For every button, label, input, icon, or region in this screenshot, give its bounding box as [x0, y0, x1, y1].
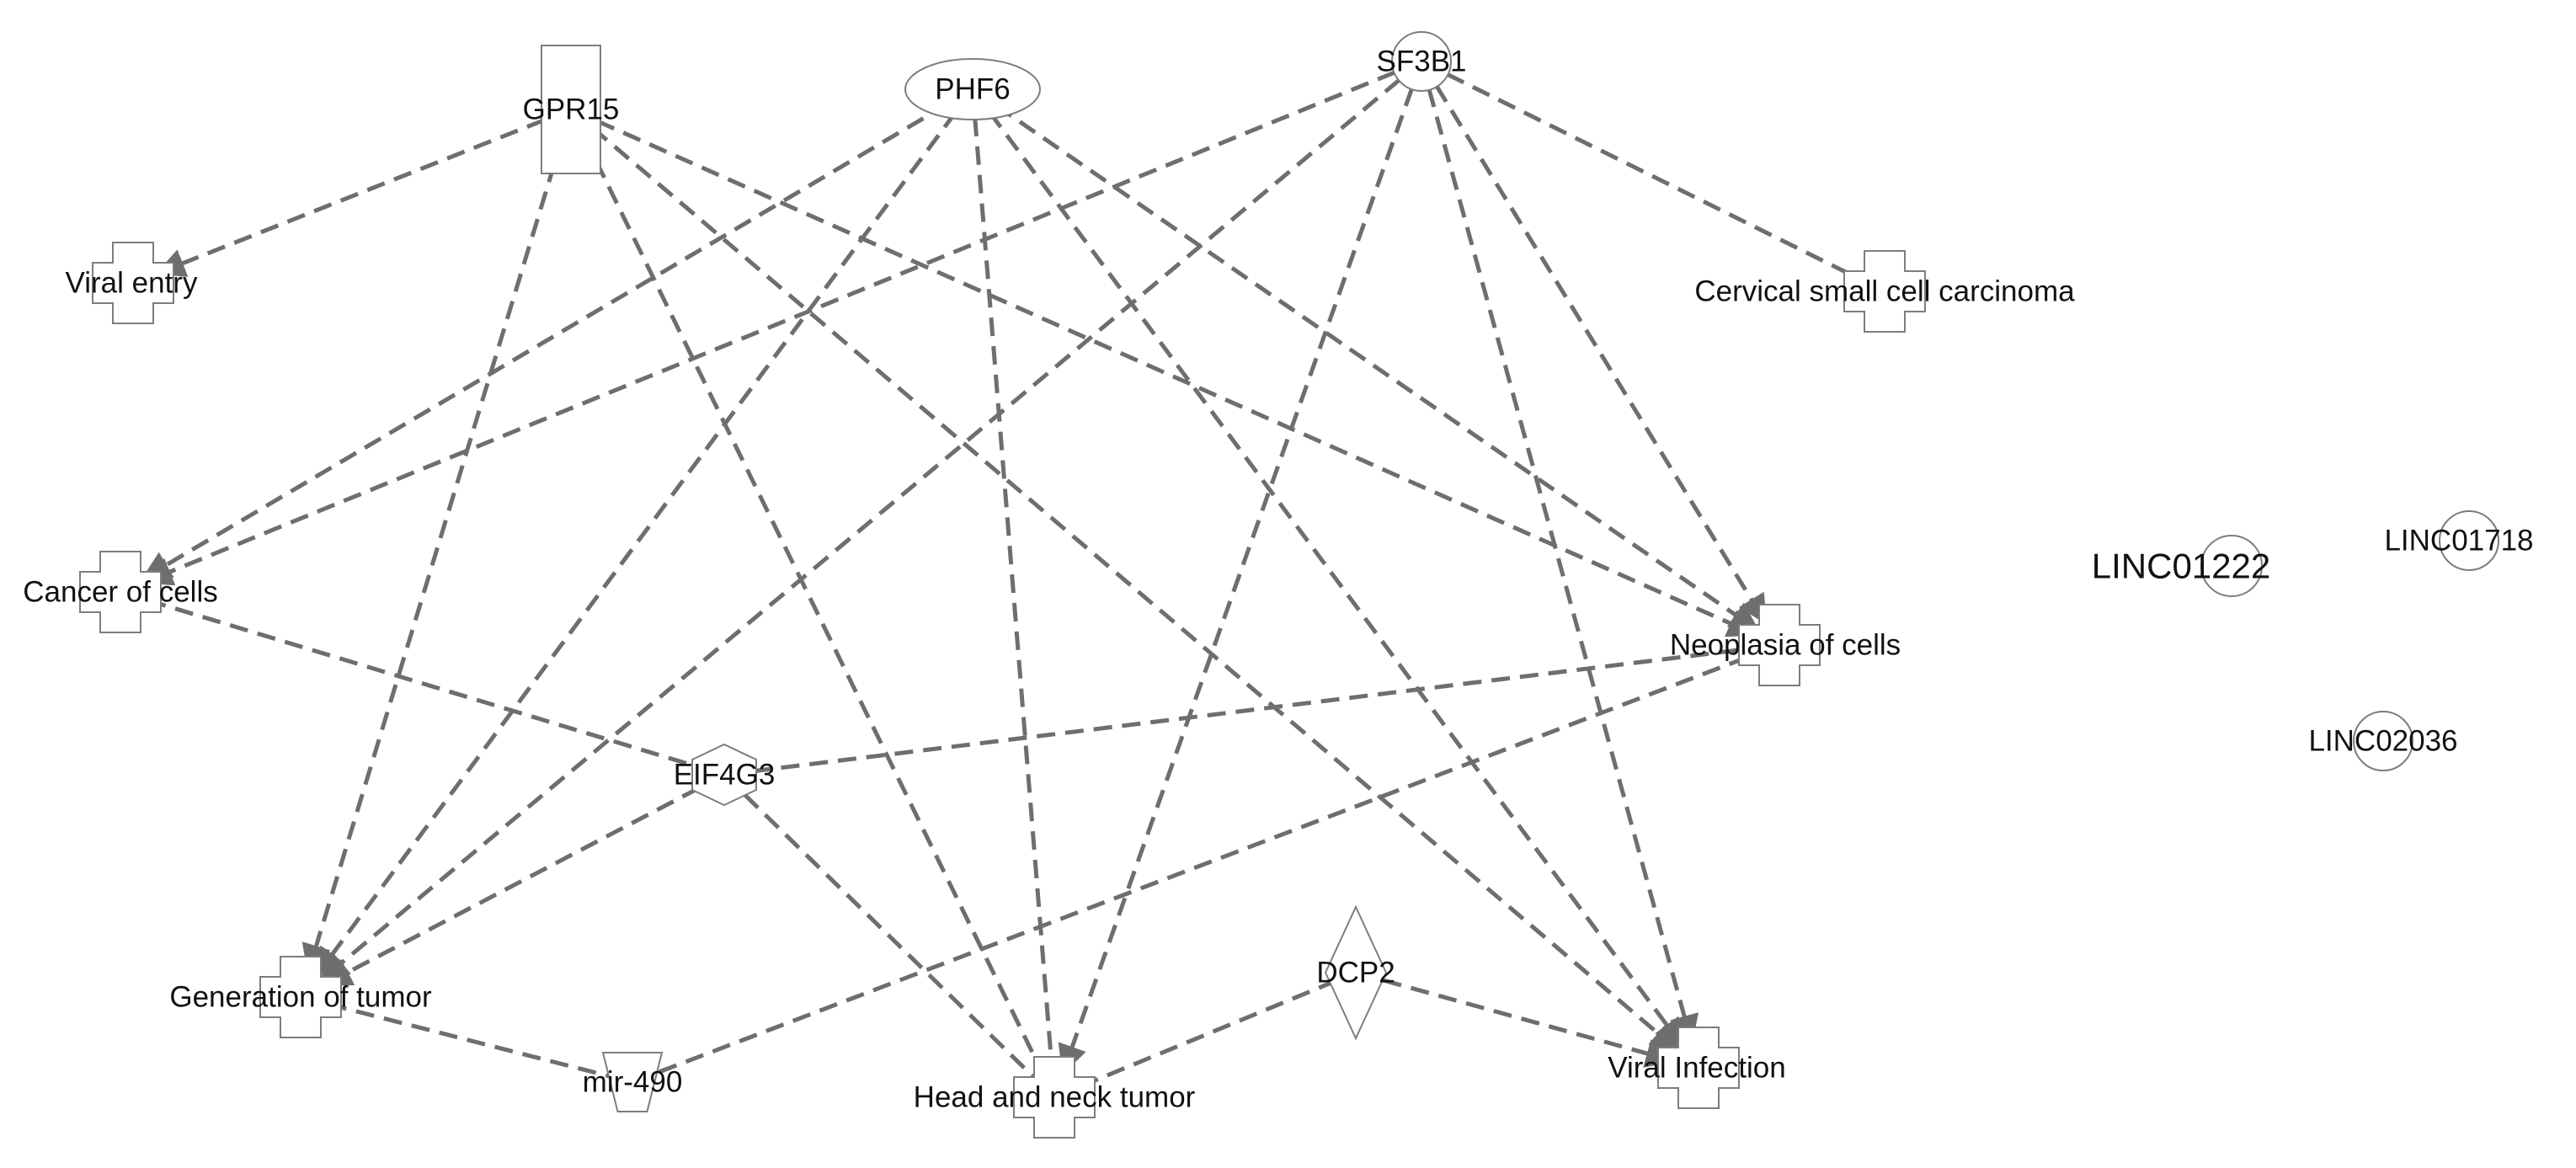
edge-SF3B1-to-cervical	[1420, 59, 1886, 294]
node-label: Viral entry	[66, 267, 198, 300]
GPR15-shape	[541, 45, 601, 174]
node-EIF4G3[interactable]: EIF4G3	[674, 743, 776, 807]
node-label: Head and neck tumor	[914, 1081, 1196, 1114]
node-label: SF3B1	[1377, 45, 1467, 78]
edge-SF3B1-to-gen_tumor	[318, 60, 1423, 982]
node-label: EIF4G3	[674, 759, 776, 792]
EIF4G3-shape	[691, 743, 757, 807]
node-label: LINC01718	[2384, 525, 2533, 557]
node-viral_entry[interactable]: Viral entry	[66, 242, 198, 324]
node-cervical[interactable]: Cervical small cell carcinoma	[1694, 250, 2075, 333]
node-GPR15[interactable]: GPR15	[523, 45, 620, 174]
node-viral_inf[interactable]: Viral Infection	[1608, 1027, 1786, 1109]
edge-SF3B1-to-viral_inf	[1419, 61, 1699, 1045]
node-LINC01222[interactable]: LINC01222	[2092, 535, 2270, 597]
viral_entry-shape	[92, 242, 174, 324]
LINC01222-shape	[2200, 535, 2263, 597]
node-label: Cancer of cells	[23, 576, 217, 609]
edge-cancer-to-EIF4G3	[120, 589, 725, 777]
edge-head_neck-to-DCP2	[1053, 970, 1357, 1100]
head_neck-shape	[1013, 1056, 1096, 1139]
edge-PHF6-to-neoplasia	[971, 87, 1760, 632]
node-neoplasia[interactable]: Neoplasia of cells	[1670, 604, 1901, 686]
node-gen_tumor[interactable]: Generation of tumor	[169, 956, 432, 1038]
cervical-shape	[1843, 250, 1926, 333]
node-label: Cervical small cell carcinoma	[1694, 275, 2075, 308]
edge-SF3B1-to-head_neck	[1058, 61, 1424, 1075]
edge-GPR15-to-viral_entry	[155, 107, 572, 277]
edge-GPR15-to-head_neck	[568, 108, 1057, 1099]
viral_inf-shape	[1657, 1027, 1740, 1109]
edge-layer	[120, 59, 1886, 1100]
edge-GPR15-to-viral_inf	[569, 108, 1681, 1053]
edge-PHF6-to-viral_inf	[970, 88, 1685, 1049]
PHF6-shape	[904, 58, 1041, 120]
node-SF3B1[interactable]: SF3B1	[1377, 31, 1467, 92]
node-label: Generation of tumor	[169, 981, 432, 1014]
node-label: LINC01222	[2092, 547, 2270, 586]
edge-PHF6-to-cancer	[141, 87, 974, 580]
node-label: mir-490	[583, 1066, 683, 1099]
edge-PHF6-to-head_neck	[970, 88, 1057, 1098]
node-LINC01718[interactable]: LINC01718	[2384, 510, 2534, 571]
SF3B1-shape	[1391, 31, 1452, 92]
edge-mir490-to-neoplasia	[632, 643, 1780, 1085]
node-label: GPR15	[523, 93, 620, 126]
node-DCP2[interactable]: DCP2	[1316, 904, 1395, 1041]
gen_tumor-shape	[259, 956, 342, 1038]
node-label: Neoplasia of cells	[1670, 629, 1901, 662]
edge-PHF6-to-gen_tumor	[314, 88, 975, 979]
edge-GPR15-to-neoplasia	[569, 107, 1757, 637]
edge-SF3B1-to-neoplasia	[1419, 60, 1768, 625]
LINC02036-shape	[2353, 711, 2413, 771]
edge-EIF4G3-to-gen_tumor	[322, 772, 726, 987]
node-PHF6[interactable]: PHF6	[904, 58, 1041, 120]
node-label: DCP2	[1316, 957, 1395, 989]
node-head_neck[interactable]: Head and neck tumor	[914, 1056, 1196, 1139]
edge-EIF4G3-to-neoplasia	[723, 643, 1780, 777]
neoplasia-shape	[1738, 604, 1821, 686]
LINC01718-shape	[2439, 510, 2499, 571]
node-label: PHF6	[935, 73, 1010, 106]
mir490-shape	[601, 1052, 664, 1112]
node-label: LINC02036	[2308, 725, 2457, 758]
edge-SF3B1-to-cancer	[142, 59, 1422, 586]
node-cancer[interactable]: Cancer of cells	[23, 551, 218, 633]
edge-EIF4G3-to-head_neck	[723, 773, 1056, 1099]
node-mir490[interactable]: mir-490	[583, 1052, 683, 1112]
node-label: Viral Infection	[1608, 1052, 1785, 1085]
edge-DCP2-to-viral_inf	[1355, 970, 1676, 1068]
node-LINC02036[interactable]: LINC02036	[2308, 711, 2458, 771]
edge-GPR15-to-gen_tumor	[301, 109, 573, 974]
DCP2-shape	[1324, 904, 1388, 1041]
cancer-shape	[79, 551, 162, 633]
